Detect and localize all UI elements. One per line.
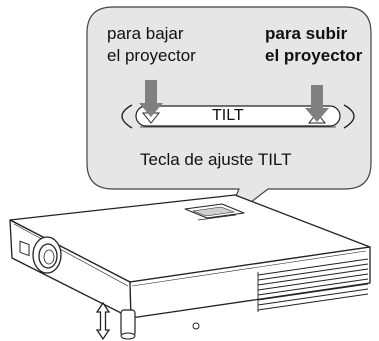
sensor-window	[19, 240, 30, 257]
tilt-key	[121, 104, 355, 129]
lower-label-line2: el proyector	[107, 46, 196, 65]
lower-arrow-icon	[139, 80, 163, 117]
up-down-arrow-icon	[95, 301, 111, 341]
lower-label-line1: para bajar	[107, 24, 184, 43]
raise-label-line1: para subir	[265, 24, 348, 43]
tilt-button-label: TILT	[212, 107, 244, 124]
raise-label-line2: el proyector	[265, 46, 363, 65]
raise-arrow-icon	[305, 85, 329, 122]
projector-illustration	[9, 194, 371, 340]
vent-grille	[257, 258, 369, 312]
triangle-up-icon	[307, 112, 327, 124]
indicator-light	[192, 322, 200, 330]
tilt-foot	[120, 309, 136, 337]
tilt-key-caption: Tecla de ajuste TILT	[140, 150, 292, 169]
projector-side	[129, 246, 371, 319]
